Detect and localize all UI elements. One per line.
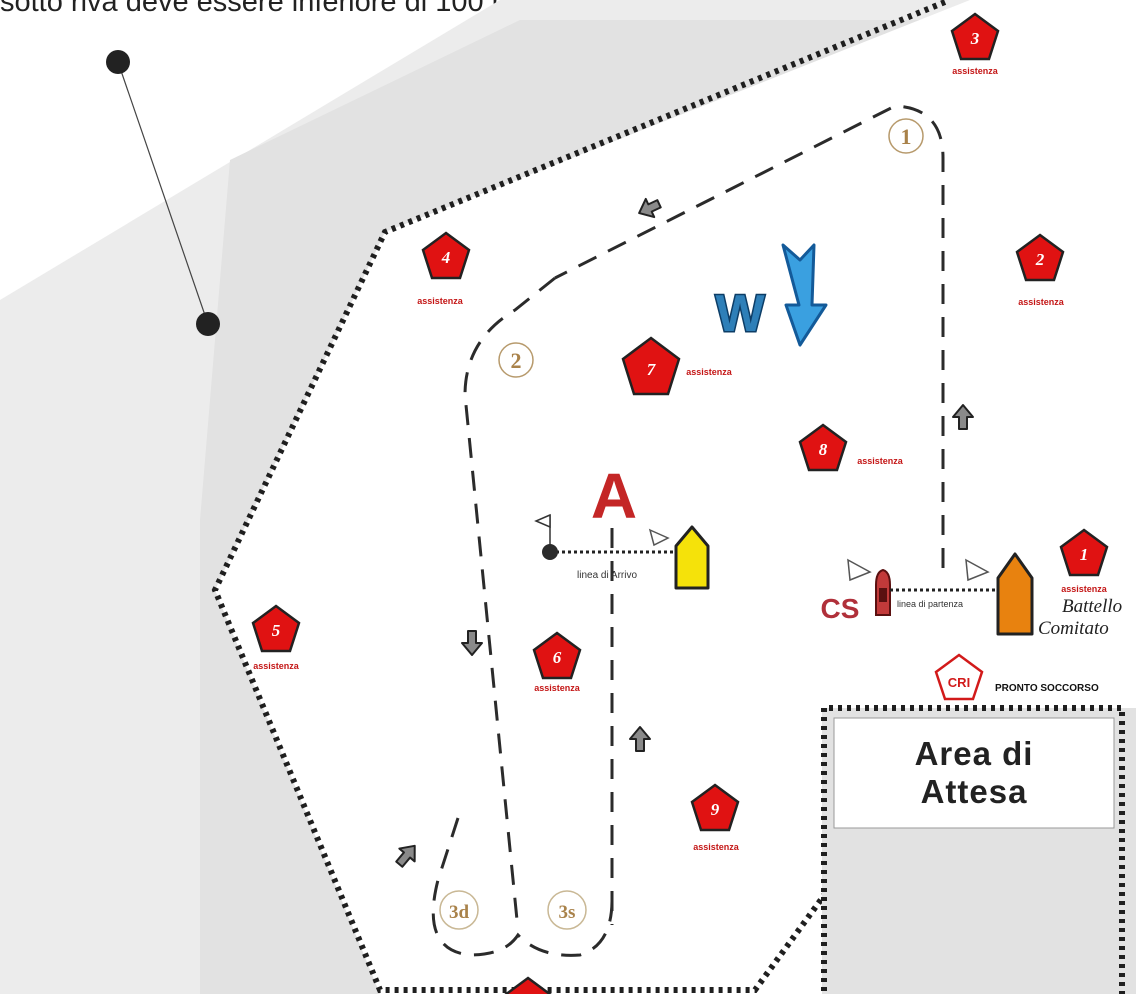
anchor-dot-top (106, 50, 130, 74)
assistance-9-num: 9 (711, 800, 720, 819)
assistance-point-4: 4 (421, 231, 471, 280)
wind-indicator: W (714, 243, 828, 347)
mark-2: 2 (498, 342, 534, 378)
race-area-boundary (211, 0, 947, 993)
course-bottom-left-loop (431, 817, 614, 957)
direction-arrow-icon-left (461, 630, 483, 656)
assistance-4-label: assistenza (417, 296, 463, 306)
assistance-7-pentagon-icon (621, 336, 681, 396)
assistance-point-2: 2 (1015, 233, 1065, 282)
start-line-label: linea di partenza (897, 599, 964, 609)
assistance-3-pentagon-icon (950, 12, 1000, 61)
assistance-point-3: 3 (950, 12, 1000, 61)
assistance-3-num: 3 (970, 29, 980, 48)
assistance-bottom-pentagon-icon (504, 976, 552, 994)
direction-arrow-icon-bottom (395, 844, 416, 868)
finish-line: A (534, 460, 710, 590)
wind-label: W (715, 285, 765, 343)
assistance-points: 1 2 3 4 5 6 7 (251, 12, 1109, 994)
mark-3d-label: 3d (449, 902, 470, 923)
assistance-7-label: assistenza (686, 367, 732, 377)
finish-pin-flag-icon (534, 513, 551, 529)
cs-label: CS (821, 593, 860, 624)
assistance-7-num: 7 (647, 360, 657, 379)
finish-line-label: linea di Arrivo (577, 570, 638, 581)
waiting-area-box (833, 717, 1115, 829)
assistance-8-label: assistenza (857, 456, 903, 466)
assistance-point-5: 5 (251, 604, 301, 653)
assistance-1-label: assistenza (1061, 584, 1107, 594)
assistance-point-7: 7 (621, 336, 681, 396)
mark-3s: 3s (547, 890, 587, 930)
assistance-point-8: 8 (798, 423, 848, 472)
finish-flag-icon (648, 528, 670, 547)
mark-1-label: 1 (901, 124, 912, 149)
assistance-point-1: 1 (1059, 528, 1109, 577)
assistance-5-pentagon-icon (251, 604, 301, 653)
anchor-line (117, 61, 209, 325)
assistance-point-6: 6 (532, 631, 582, 680)
assistance-2-label: assistenza (1018, 297, 1064, 307)
waiting-area-title: Area di Attesa (834, 735, 1114, 811)
assistance-1-num: 1 (1080, 545, 1089, 564)
wind-arrow-icon (781, 243, 828, 347)
assistance-5-label: assistenza (253, 661, 299, 671)
assistance-point-9: 9 (690, 783, 740, 832)
cri-badge: CRI (948, 675, 970, 690)
start-line: CS (821, 552, 1034, 636)
mark-3s-label: 3s (559, 902, 576, 923)
first-aid-point: CRI (934, 653, 984, 701)
start-flag-icon-left (847, 558, 872, 582)
anchor-dot-bottom (196, 312, 220, 336)
assistance-3-label: assistenza (952, 66, 998, 76)
course-top-right-leg (554, 104, 945, 568)
waiting-area-line1: Area di (914, 735, 1034, 772)
assistance-8-pentagon-icon (798, 423, 848, 472)
finish-letter: A (591, 460, 637, 532)
course-left-upper-leg (463, 276, 556, 931)
assistance-1-pentagon-icon (1059, 528, 1109, 577)
waiting-area-boundary (821, 705, 1125, 994)
mark-2-label: 2 (511, 348, 522, 373)
course-lines (431, 104, 945, 957)
committee-boat-icon (996, 552, 1034, 636)
assistance-2-num: 2 (1035, 250, 1045, 269)
first-aid-label: PRONTO SOCCORSO (995, 683, 1099, 694)
direction-arrow-icon-middle (629, 726, 651, 752)
assistance-2-pentagon-icon (1015, 233, 1065, 282)
cri-pentagon-icon (934, 653, 984, 701)
finish-boat-icon (674, 525, 710, 590)
waiting-area-line2: Attesa (920, 773, 1028, 810)
committee-line1: Battello (1062, 596, 1123, 617)
mark-3d: 3d (439, 890, 479, 930)
finish-pin-buoy (542, 544, 558, 560)
assistance-4-num: 4 (441, 248, 451, 267)
direction-arrow-icon-right (952, 404, 974, 430)
map-caption: sotto riva deve essere inferiore di 100 … (0, 0, 534, 18)
assistance-5-num: 5 (272, 621, 281, 640)
committee-line2: Comitato (1038, 618, 1109, 639)
assistance-point-bottom (504, 976, 552, 994)
assistance-6-pentagon-icon (532, 631, 582, 680)
direction-arrow-icon-upper (638, 197, 662, 219)
committee-boat-label: Battello Comitato (1038, 596, 1122, 640)
assistance-9-pentagon-icon (690, 783, 740, 832)
assistance-6-num: 6 (553, 648, 562, 667)
assistance-9-label: assistenza (693, 842, 739, 852)
assistance-4-pentagon-icon (421, 231, 471, 280)
mark-1: 1 (888, 118, 924, 154)
start-flag-icon-right (965, 558, 990, 582)
waiting-area (821, 705, 1136, 994)
assistance-8-num: 8 (819, 440, 828, 459)
direction-arrows (395, 197, 974, 868)
assistance-6-label: assistenza (534, 683, 580, 693)
